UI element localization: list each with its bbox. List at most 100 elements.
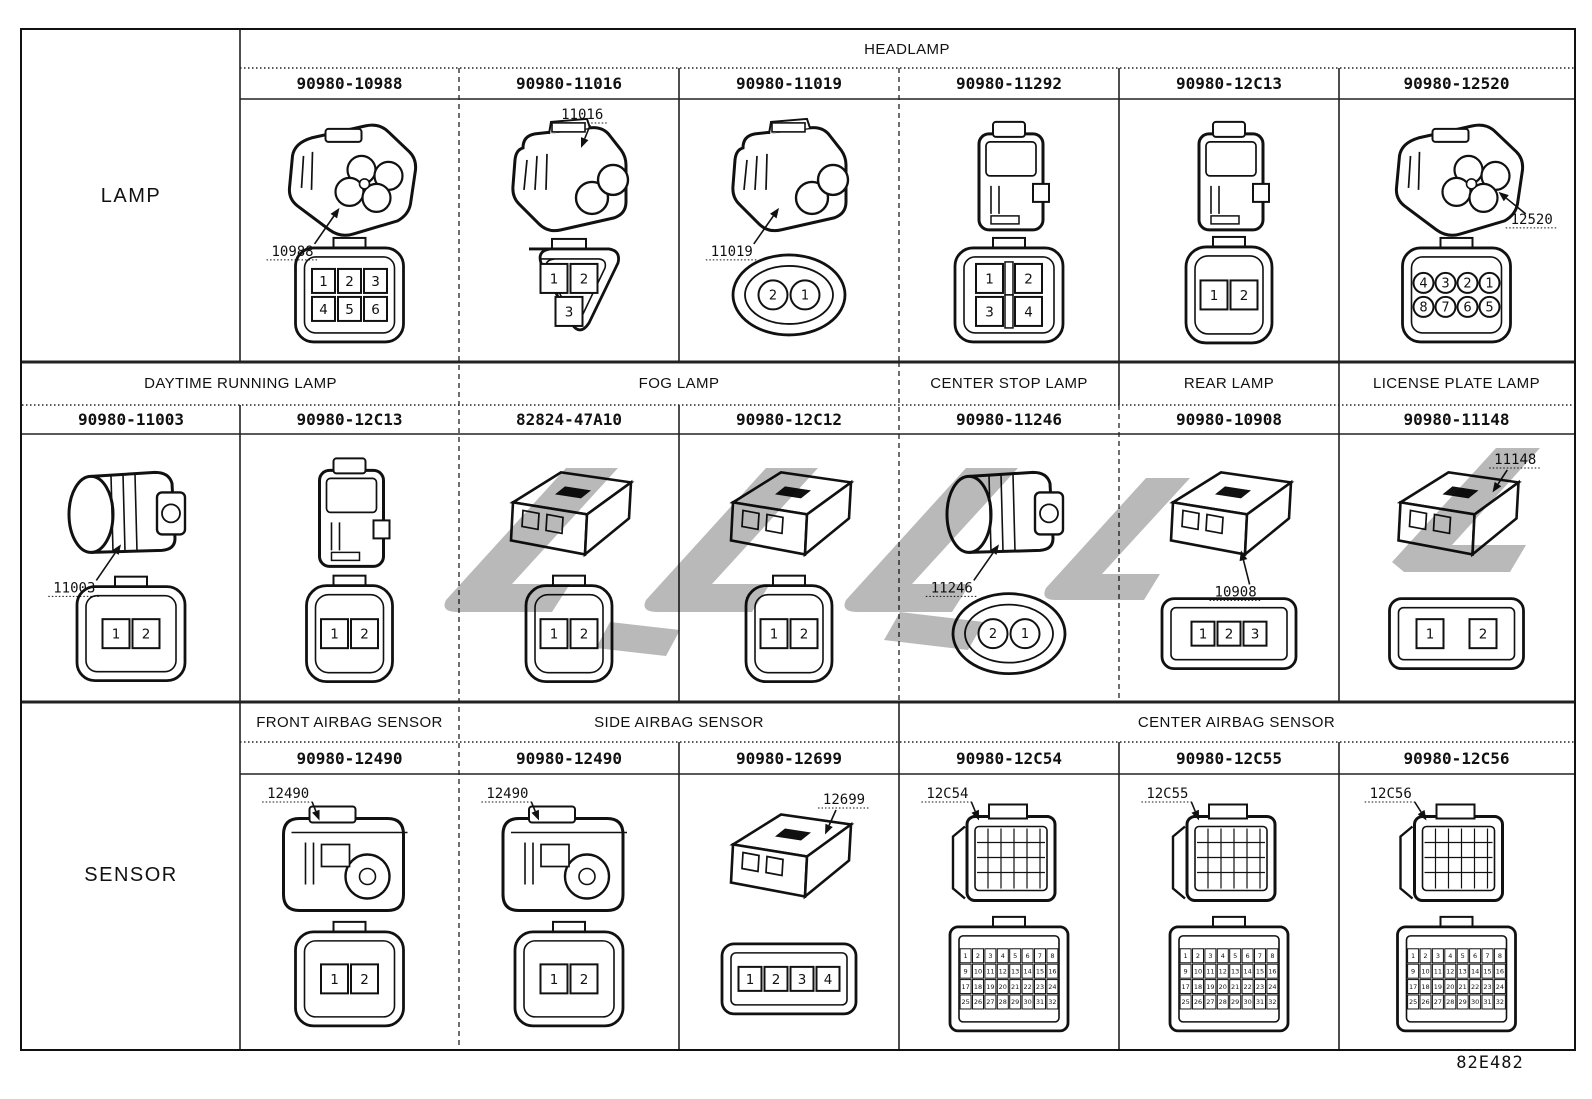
svg-text:10: 10: [974, 967, 982, 975]
svg-text:3: 3: [798, 972, 807, 988]
svg-text:11003: 11003: [53, 580, 95, 596]
svg-text:12C55: 12C55: [1146, 786, 1188, 802]
svg-text:24: 24: [1048, 983, 1056, 991]
svg-text:32: 32: [1496, 998, 1504, 1006]
connector-table: LAMP SENSOR HEADLAMP DAYTIME RUNNING LAM…: [20, 28, 1576, 1051]
svg-text:19: 19: [986, 983, 994, 991]
svg-text:2: 2: [772, 972, 781, 988]
svg-text:2: 2: [1463, 276, 1471, 291]
connector-drawing-r1c3: 2 1 11019: [679, 99, 899, 362]
section-header-daytime-running-lamp: DAYTIME RUNNING LAMP: [144, 375, 337, 392]
svg-text:4: 4: [1001, 952, 1005, 960]
svg-text:3: 3: [371, 274, 380, 290]
svg-text:31: 31: [1483, 998, 1491, 1006]
svg-text:12C54: 12C54: [926, 786, 968, 802]
svg-text:4: 4: [1419, 276, 1427, 291]
part-number-r2c2: 90980-12C13: [296, 410, 403, 429]
svg-text:4: 4: [1448, 952, 1452, 960]
svg-text:2: 2: [976, 952, 980, 960]
section-header-fog-lamp: FOG LAMP: [638, 375, 720, 392]
svg-text:3: 3: [1251, 627, 1260, 643]
svg-text:27: 27: [1206, 998, 1214, 1006]
svg-text:13: 13: [1459, 967, 1467, 975]
svg-text:7: 7: [1038, 952, 1042, 960]
page-code: 82E482: [1456, 1053, 1524, 1073]
svg-text:1: 1: [319, 274, 328, 290]
svg-text:1: 1: [985, 271, 994, 287]
svg-text:16: 16: [1048, 967, 1056, 975]
svg-text:1: 1: [964, 952, 968, 960]
svg-text:23: 23: [1256, 983, 1264, 991]
svg-text:10908: 10908: [1215, 584, 1257, 600]
svg-text:16: 16: [1496, 967, 1504, 975]
svg-text:29: 29: [1231, 998, 1239, 1006]
svg-text:14: 14: [1023, 967, 1031, 975]
svg-text:1: 1: [746, 972, 755, 988]
svg-text:9: 9: [964, 967, 968, 975]
svg-text:3: 3: [985, 304, 994, 320]
part-number-r2c5: 90980-11246: [956, 410, 1062, 429]
svg-text:2: 2: [769, 288, 777, 303]
section-header-center-stop-lamp: CENTER STOP LAMP: [930, 375, 1088, 392]
svg-text:20: 20: [999, 983, 1007, 991]
svg-text:8: 8: [1498, 952, 1502, 960]
part-number-r3c2: 90980-12490: [516, 748, 622, 768]
section-header-front-airbag-sensor: FRONT AIRBAG SENSOR: [256, 713, 443, 731]
svg-text:25: 25: [961, 998, 969, 1006]
svg-text:15: 15: [1036, 967, 1044, 975]
svg-text:1: 1: [801, 288, 809, 303]
svg-text:30: 30: [1023, 998, 1031, 1006]
svg-text:8: 8: [1419, 300, 1427, 315]
svg-text:22: 22: [1023, 983, 1031, 991]
svg-text:2: 2: [580, 271, 589, 287]
svg-text:7: 7: [1441, 300, 1449, 315]
svg-text:24: 24: [1496, 983, 1504, 991]
svg-text:1: 1: [550, 627, 559, 643]
svg-text:1: 1: [1184, 952, 1188, 960]
svg-text:2: 2: [345, 274, 354, 290]
svg-text:19: 19: [1434, 983, 1442, 991]
svg-text:5: 5: [1233, 952, 1237, 960]
part-number-r2c4: 90980-12C12: [736, 410, 842, 429]
svg-text:5: 5: [345, 302, 354, 318]
svg-text:6: 6: [1463, 300, 1471, 315]
svg-text:2: 2: [142, 627, 151, 643]
svg-text:12490: 12490: [486, 786, 528, 802]
svg-text:27: 27: [986, 998, 994, 1006]
svg-text:2: 2: [800, 627, 809, 643]
svg-text:17: 17: [1181, 983, 1189, 991]
svg-text:9: 9: [1184, 967, 1188, 975]
svg-text:4: 4: [1024, 304, 1033, 320]
svg-text:15: 15: [1483, 967, 1491, 975]
section-header-center-airbag-sensor: CENTER AIRBAG SENSOR: [1137, 713, 1336, 731]
svg-text:6: 6: [1473, 952, 1477, 960]
svg-text:26: 26: [1421, 998, 1429, 1006]
part-number-r1c3: 90980-11019: [736, 74, 842, 93]
svg-text:28: 28: [999, 998, 1007, 1006]
svg-text:12: 12: [1446, 967, 1454, 975]
svg-text:28: 28: [1219, 998, 1227, 1006]
svg-text:3: 3: [1436, 952, 1440, 960]
svg-text:13: 13: [1231, 967, 1239, 975]
svg-text:2: 2: [1423, 952, 1427, 960]
svg-text:3: 3: [988, 952, 992, 960]
svg-text:1: 1: [1485, 276, 1493, 291]
svg-text:21: 21: [1231, 983, 1239, 991]
svg-text:3: 3: [1441, 276, 1449, 291]
svg-text:11019: 11019: [711, 244, 753, 260]
svg-text:2: 2: [1225, 627, 1234, 643]
